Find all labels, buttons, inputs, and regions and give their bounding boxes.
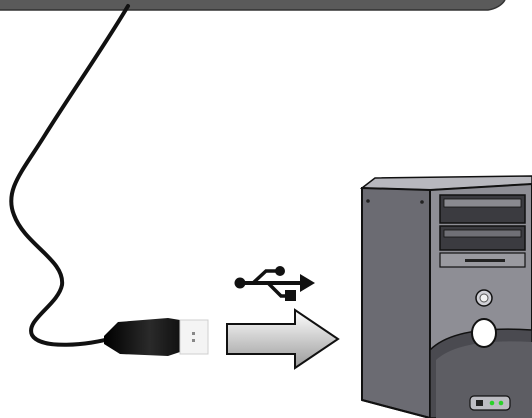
usb-plug: [104, 318, 208, 356]
desktop-tower-icon: [362, 176, 532, 418]
usb-cable: [11, 6, 128, 345]
usb-icon: [235, 266, 316, 301]
usb-plug-metal: [180, 320, 208, 354]
usb-plug-body: [104, 318, 180, 356]
device-edge: [0, 0, 505, 10]
arrow-right-icon: [227, 310, 338, 368]
